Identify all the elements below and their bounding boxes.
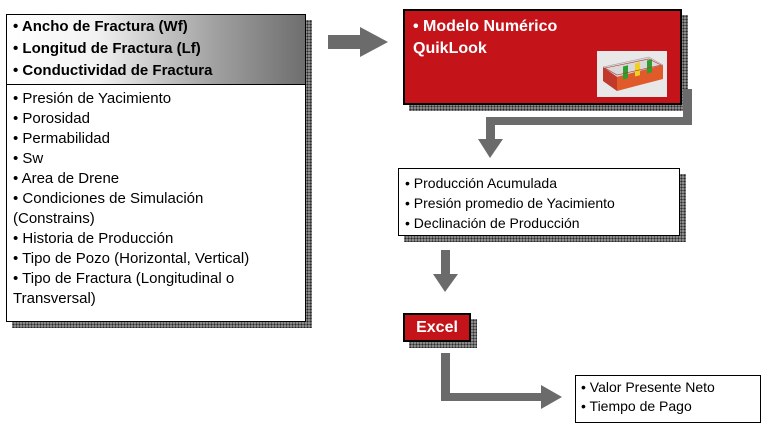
list-item: • Tipo de Pozo (Horizontal, Vertical) (13, 250, 250, 267)
economic-results-box: • Valor Presente Neto • Tiempo de Pago (575, 375, 761, 423)
list-item: • Presión promedio de Yacimiento (405, 195, 615, 211)
list-item: • Permabilidad (13, 130, 110, 147)
list-item: • Porosidad (13, 110, 90, 127)
list-item: • Historia de Producción (13, 230, 174, 247)
list-item: • Tiempo de Pago (581, 398, 692, 414)
model-subtitle: QuikLook (413, 40, 487, 57)
header-item: • Conductividad de Fractura (13, 62, 213, 79)
input-parameters-header: • Ancho de Fractura (Wf) • Longitud de F… (6, 14, 306, 84)
input-parameters-list: • Presión de Yacimiento • Porosidad • Pe… (6, 84, 306, 322)
list-item: • Tipo de Fractura (Longitudinal o (13, 270, 235, 287)
simulation-output-box: • Producción Acumulada • Presión promedi… (398, 168, 680, 236)
list-item: Transversal) (13, 290, 96, 307)
list-item: • Sw (13, 150, 44, 167)
list-item: (Constrains) (13, 210, 95, 227)
arrow-model-to-output (478, 89, 692, 158)
arrow-excel-to-final (441, 353, 562, 409)
list-item: • Declinación de Producción (405, 215, 580, 231)
arrow-output-to-excel (433, 250, 458, 292)
list-item: • Presión de Yacimiento (13, 90, 172, 107)
arrow-input-to-model (328, 27, 388, 57)
header-item: • Longitud de Fractura (Lf) (13, 40, 201, 57)
list-item: • Area de Drene (13, 170, 120, 187)
excel-box: Excel (403, 313, 471, 342)
list-item: • Condiciones de Simulación (13, 190, 204, 207)
header-item: • Ancho de Fractura (Wf) (13, 18, 188, 35)
numeric-model-box: • Modelo Numérico QuikLook (403, 9, 682, 105)
list-item: • Producción Acumulada (405, 175, 557, 191)
list-item: • Valor Presente Neto (581, 379, 715, 395)
simulation-grid-icon (597, 51, 667, 97)
model-title: • Modelo Numérico (413, 18, 558, 35)
